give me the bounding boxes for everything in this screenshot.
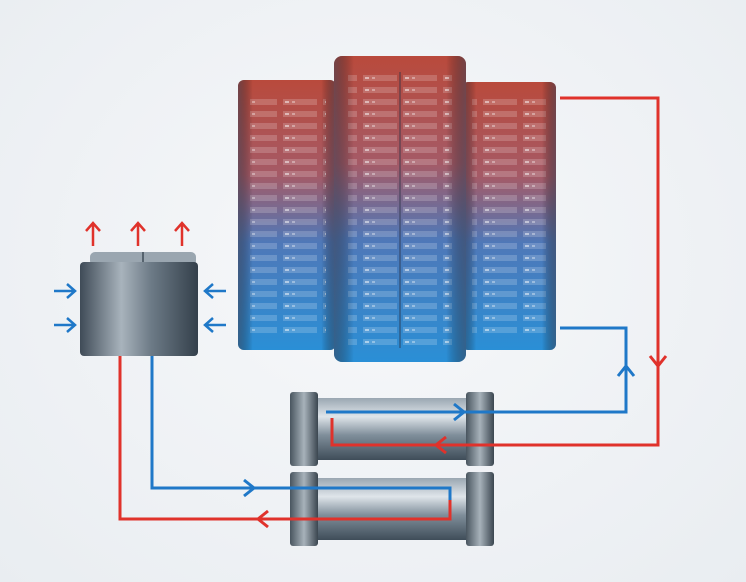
hot-return-pipe-rack xyxy=(330,96,668,455)
server-rack-left xyxy=(238,80,336,350)
intake-air-arrows xyxy=(54,283,226,333)
heat-exchanger-lower xyxy=(290,472,494,546)
exhaust-hot-air-arrows xyxy=(85,221,190,246)
cold-pipe-cooler xyxy=(150,356,452,510)
server-rack-center xyxy=(334,56,466,362)
cold-supply-pipe-rack xyxy=(326,326,636,422)
hot-pipe-cooler xyxy=(118,356,452,529)
heat-exchanger-upper xyxy=(290,392,494,466)
server-rack-right xyxy=(462,82,556,350)
dry-cooler xyxy=(80,252,198,356)
server-racks xyxy=(238,56,556,362)
